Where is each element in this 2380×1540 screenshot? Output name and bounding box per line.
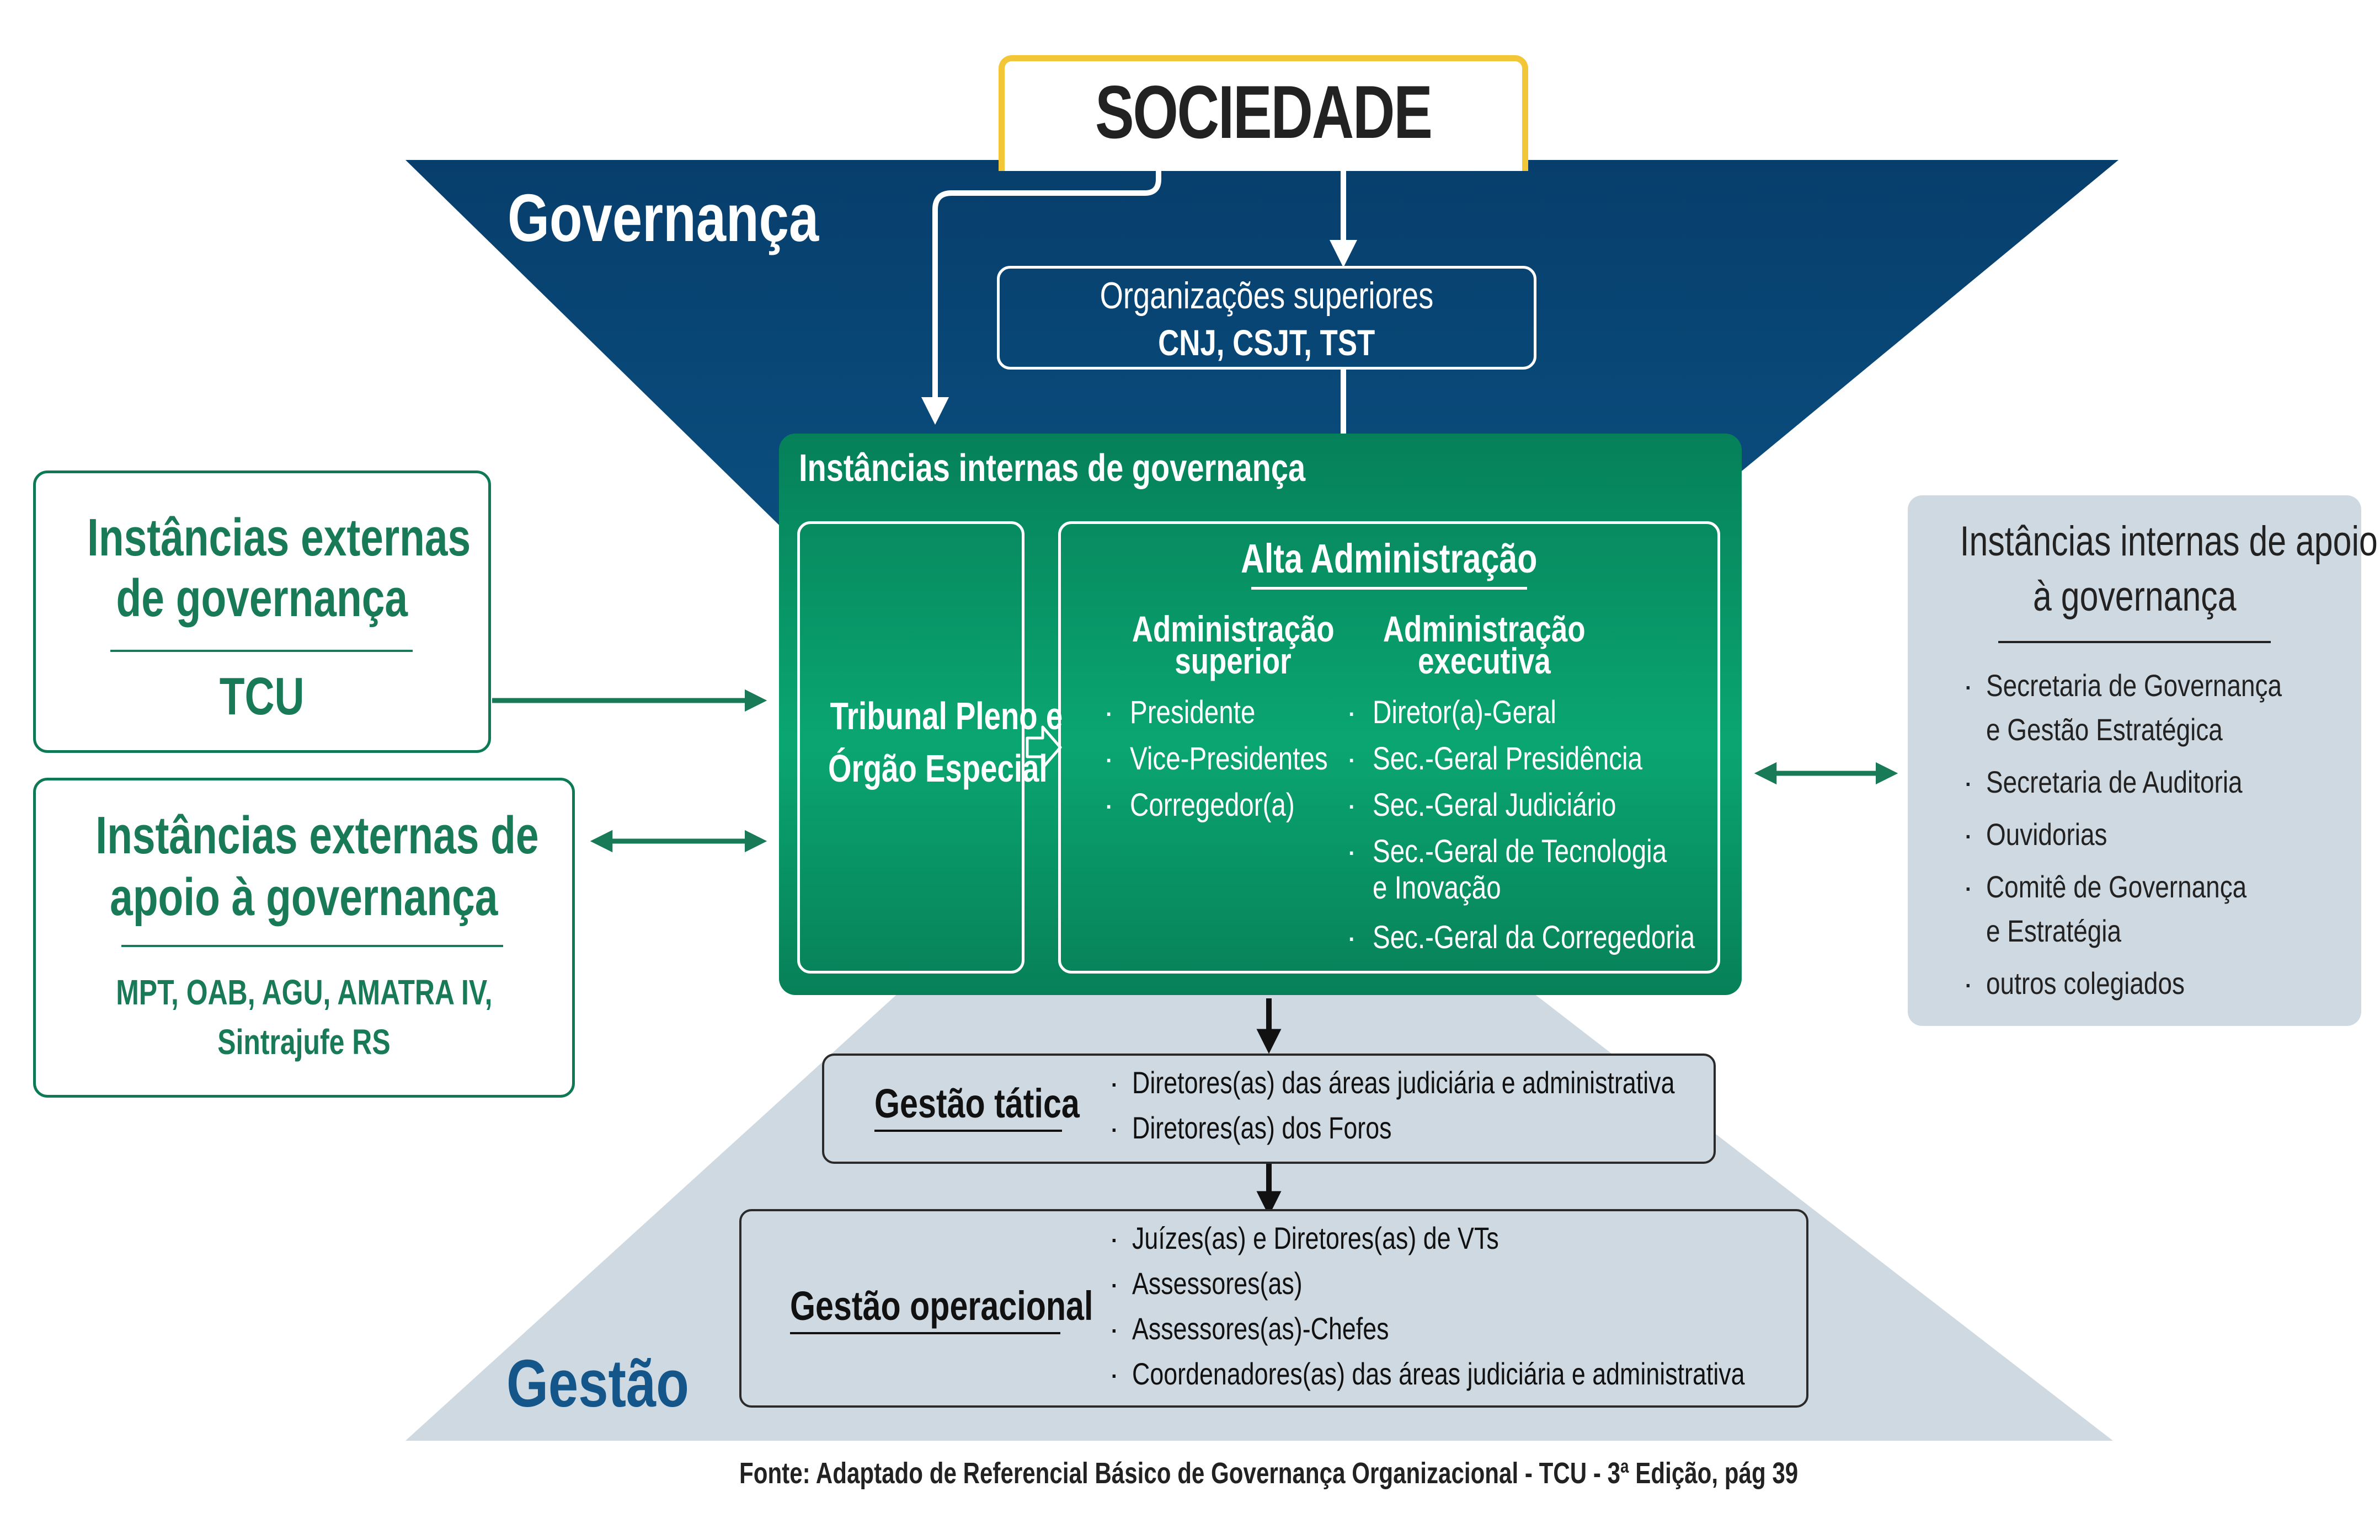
list-item-continuation: e Gestão Estratégica xyxy=(1986,712,2223,747)
adm-executiva-list: ·Diretor(a)-Geral ·Sec.-Geral Presidênci… xyxy=(1346,694,1710,965)
list-item: ·Diretores(as) dos Foros xyxy=(1109,1110,1392,1145)
list-item: ·Comitê de Governança xyxy=(1963,869,2247,904)
externas-title-1: Instâncias externas xyxy=(87,508,471,567)
tribunal-line-2: Órgão Especial xyxy=(828,747,1048,790)
fonte-caption: Fonte: Adaptado de Referencial Básico de… xyxy=(739,1457,1799,1490)
alta-administracao-title: Alta Administração xyxy=(1241,536,1538,581)
sociedade-label: SOCIEDADE xyxy=(1095,70,1433,154)
internas-apoio-divider xyxy=(1998,641,2271,643)
instancias-internas-title: Instâncias internas de governança xyxy=(799,446,1306,489)
tribunal-line-1: Tribunal Pleno e xyxy=(830,694,1063,737)
list-item: ·Diretor(a)-Geral xyxy=(1346,694,1556,730)
externas-apoio-item-2: Sintrajufe RS xyxy=(217,1022,391,1062)
externas-governanca-box xyxy=(33,470,491,753)
adm-superior-title-2: superior xyxy=(1175,640,1292,681)
gestao-operacional-list: ·Juízes(as) e Diretores(as) de VTs ·Asse… xyxy=(1109,1220,1799,1401)
org-superiores-title: Organizações superiores xyxy=(1100,275,1434,317)
gestao-tatica-underline xyxy=(874,1130,1062,1132)
list-item: ·Coordenadores(as) das áreas judiciária … xyxy=(1109,1356,1745,1391)
adm-superior-title-1: Administração xyxy=(1132,608,1335,649)
internas-apoio-box xyxy=(1908,495,2361,1026)
externas-apoio-title-2: apoio à governança xyxy=(110,868,498,927)
list-item: ·Presidente xyxy=(1103,694,1256,730)
gestao-tatica-title: Gestão tática xyxy=(874,1081,1080,1126)
alta-title-underline xyxy=(1251,587,1527,590)
list-item: ·Vice-Presidentes xyxy=(1103,741,1328,777)
governanca-label: Governança xyxy=(508,180,819,255)
list-item: ·Sec.-Geral da Corregedoria xyxy=(1346,919,1695,955)
externas-apoio-divider xyxy=(121,945,503,947)
adm-executiva-title-1: Administração xyxy=(1383,608,1586,649)
internas-apoio-title-2: à governança xyxy=(2032,573,2237,620)
org-superiores-box: Organizações superiores CNJ, CSJT, TST xyxy=(997,266,1536,370)
list-item: ·Ouvidorias xyxy=(1963,817,2107,852)
list-item: ·Sec.-Geral de Tecnologia xyxy=(1346,833,1667,869)
list-item: ·Sec.-Geral Presidência xyxy=(1346,741,1643,777)
gestao-operacional-underline xyxy=(790,1332,1060,1334)
list-item-continuation: e Inovação xyxy=(1373,870,1501,906)
externas-divider xyxy=(110,650,413,652)
list-item: ·Assessores(as)-Chefes xyxy=(1109,1311,1389,1346)
alta-administracao-box xyxy=(1058,521,1720,974)
list-item: ·Juízes(as) e Diretores(as) de VTs xyxy=(1109,1221,1499,1255)
list-item: ·Secretaria de Governança xyxy=(1963,668,2282,703)
internas-apoio-title-1: Instâncias internas de apoio xyxy=(1960,518,2378,565)
externas-value-tcu: TCU xyxy=(220,667,305,726)
tribunal-pleno-box xyxy=(797,521,1024,974)
list-item: ·outros colegiados xyxy=(1963,966,2185,1001)
externas-title-2: de governança xyxy=(116,569,408,628)
gestao-tatica-list: ·Diretores(as) das áreas judiciária e ad… xyxy=(1109,1065,1705,1155)
list-item: ·Assessores(as) xyxy=(1109,1266,1303,1301)
list-item: ·Corregedor(a) xyxy=(1103,787,1295,823)
hollow-arrow-icon xyxy=(1026,725,1062,769)
instancias-internas-box xyxy=(779,434,1742,995)
externas-apoio-box xyxy=(33,778,575,1098)
internas-apoio-list: ·Secretaria de Governança e Gestão Estra… xyxy=(1963,667,2349,1015)
list-item-continuation: e Estratégia xyxy=(1986,913,2122,948)
externas-apoio-item-1: MPT, OAB, AGU, AMATRA IV, xyxy=(115,972,493,1012)
adm-superior-list: ·Presidente ·Vice-Presidentes ·Corregedo… xyxy=(1103,694,1368,833)
gestao-tatica-box xyxy=(822,1054,1716,1164)
gestao-label: Gestão xyxy=(506,1346,689,1421)
list-item: ·Sec.-Geral Judiciário xyxy=(1346,787,1616,823)
adm-executiva-title-2: executiva xyxy=(1417,640,1551,681)
sociedade-box xyxy=(999,55,1528,171)
list-item: ·Diretores(as) das áreas judiciária e ad… xyxy=(1109,1065,1675,1100)
org-superiores-value: CNJ, CSJT, TST xyxy=(1158,322,1375,363)
connector-sociedade-to-internas xyxy=(921,161,1161,425)
externas-apoio-title-1: Instâncias externas de xyxy=(95,806,539,865)
gestao-operacional-box xyxy=(739,1209,1808,1408)
list-item: ·Secretaria de Auditoria xyxy=(1963,764,2243,799)
gestao-operacional-title: Gestão operacional xyxy=(790,1283,1093,1329)
